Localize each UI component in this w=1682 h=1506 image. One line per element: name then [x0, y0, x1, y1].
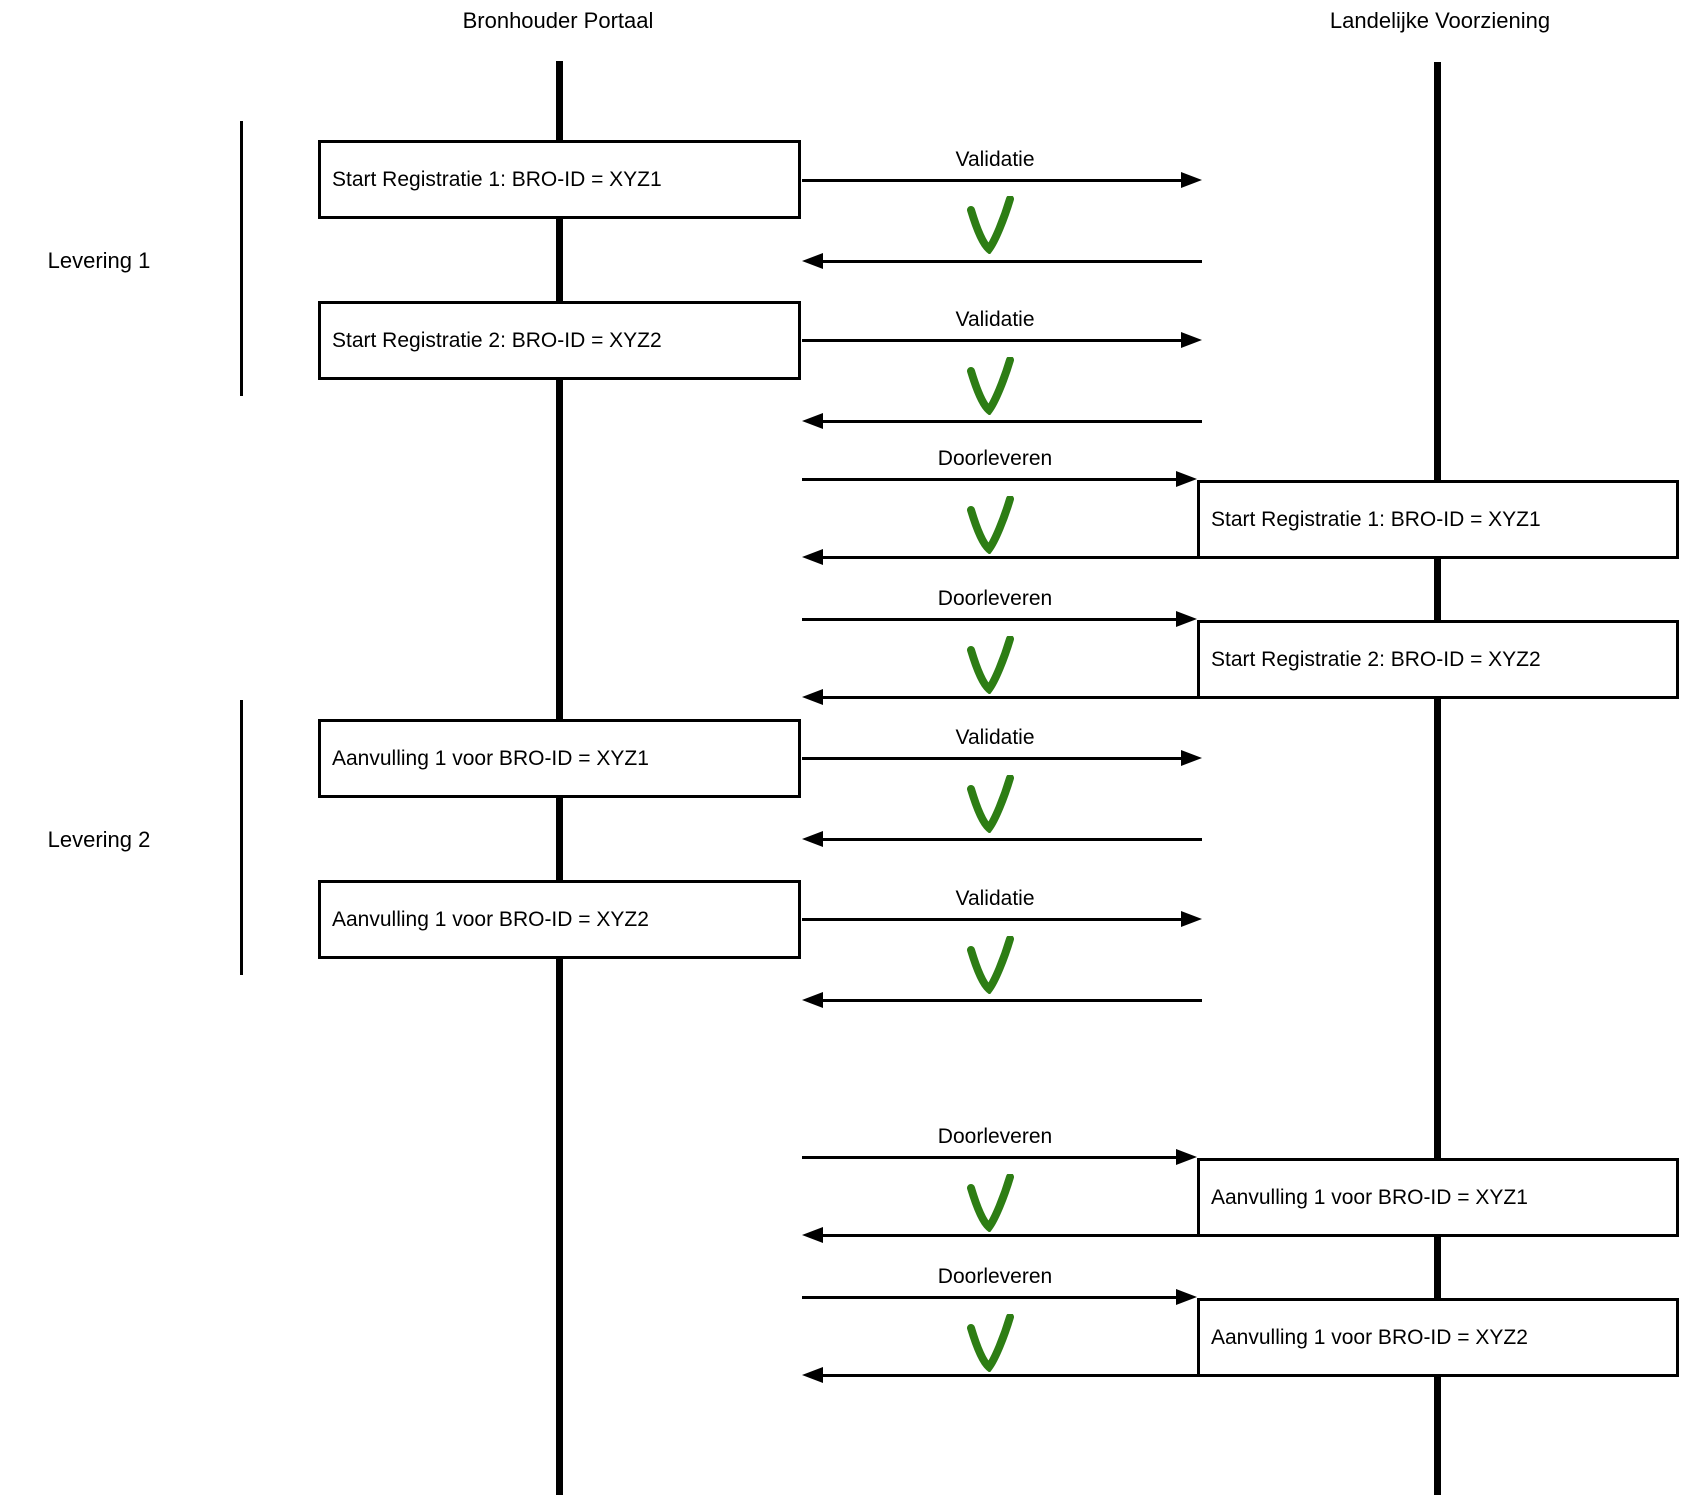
doorleveren-return-arrow-3 — [802, 1227, 1197, 1243]
validatie-return-arrow-2 — [802, 413, 1202, 429]
message-box-label: Start Registratie 1: BRO-ID = XYZ1 — [1211, 507, 1541, 531]
checkmark-icon — [966, 1174, 1014, 1232]
doorleveren-request-arrow-2 — [802, 611, 1197, 627]
message-box-aanvulling-xyz2: Aanvulling 1 voor BRO-ID = XYZ2 — [318, 880, 801, 959]
validatie-request-arrow-3 — [802, 750, 1202, 766]
checkmark-icon — [966, 936, 1014, 994]
checkmark-icon — [966, 196, 1014, 254]
validatie-label-2: Validatie — [955, 308, 1035, 331]
validatie-return-arrow-1 — [802, 253, 1202, 269]
message-box-label: Start Registratie 2: BRO-ID = XYZ2 — [332, 328, 662, 352]
doorleveren-label-4: Doorleveren — [937, 1265, 1053, 1288]
doorleveren-request-arrow-3 — [802, 1149, 1197, 1165]
echo-box-aanvulling-xyz2: Aanvulling 1 voor BRO-ID = XYZ2 — [1197, 1298, 1679, 1377]
group-label-levering-2: Levering 2 — [47, 827, 151, 852]
group-label-levering-1: Levering 1 — [47, 248, 151, 273]
doorleveren-label-3: Doorleveren — [937, 1125, 1053, 1148]
lifeline-landelijke-voorziening — [1434, 62, 1441, 1495]
validatie-request-arrow-4 — [802, 911, 1202, 927]
actor-label-landelijke-voorziening: Landelijke Voorziening — [1329, 8, 1551, 33]
message-box-label: Aanvulling 1 voor BRO-ID = XYZ2 — [1211, 1325, 1528, 1349]
echo-box-start-registratie-2: Start Registratie 2: BRO-ID = XYZ2 — [1197, 620, 1679, 699]
checkmark-icon — [966, 636, 1014, 694]
message-box-start-registratie-1: Start Registratie 1: BRO-ID = XYZ1 — [318, 140, 801, 219]
message-box-aanvulling-xyz1: Aanvulling 1 voor BRO-ID = XYZ1 — [318, 719, 801, 798]
doorleveren-label-2: Doorleveren — [937, 587, 1053, 610]
validatie-request-arrow-2 — [802, 332, 1202, 348]
echo-box-aanvulling-xyz1: Aanvulling 1 voor BRO-ID = XYZ1 — [1197, 1158, 1679, 1237]
group-bracket-levering-2 — [240, 700, 243, 975]
echo-box-start-registratie-1: Start Registratie 1: BRO-ID = XYZ1 — [1197, 480, 1679, 559]
message-box-label: Start Registratie 1: BRO-ID = XYZ1 — [332, 167, 662, 191]
doorleveren-label-1: Doorleveren — [937, 447, 1053, 470]
validatie-request-arrow-1 — [802, 172, 1202, 188]
actor-label-bronhouder-portaal: Bronhouder Portaal — [462, 8, 654, 33]
validatie-return-arrow-4 — [802, 992, 1202, 1008]
checkmark-icon — [966, 1314, 1014, 1372]
checkmark-icon — [966, 357, 1014, 415]
doorleveren-return-arrow-4 — [802, 1367, 1197, 1383]
doorleveren-request-arrow-1 — [802, 471, 1197, 487]
group-bracket-levering-1 — [240, 121, 243, 396]
validatie-label-1: Validatie — [955, 148, 1035, 171]
message-box-label: Start Registratie 2: BRO-ID = XYZ2 — [1211, 647, 1541, 671]
message-box-label: Aanvulling 1 voor BRO-ID = XYZ1 — [1211, 1185, 1528, 1209]
checkmark-icon — [966, 775, 1014, 833]
doorleveren-request-arrow-4 — [802, 1289, 1197, 1305]
validatie-label-4: Validatie — [955, 887, 1035, 910]
message-box-start-registratie-2: Start Registratie 2: BRO-ID = XYZ2 — [318, 301, 801, 380]
doorleveren-return-arrow-1 — [802, 549, 1197, 565]
message-box-label: Aanvulling 1 voor BRO-ID = XYZ2 — [332, 907, 649, 931]
message-box-label: Aanvulling 1 voor BRO-ID = XYZ1 — [332, 746, 649, 770]
validatie-return-arrow-3 — [802, 831, 1202, 847]
doorleveren-return-arrow-2 — [802, 689, 1197, 705]
validatie-label-3: Validatie — [955, 726, 1035, 749]
checkmark-icon — [966, 496, 1014, 554]
